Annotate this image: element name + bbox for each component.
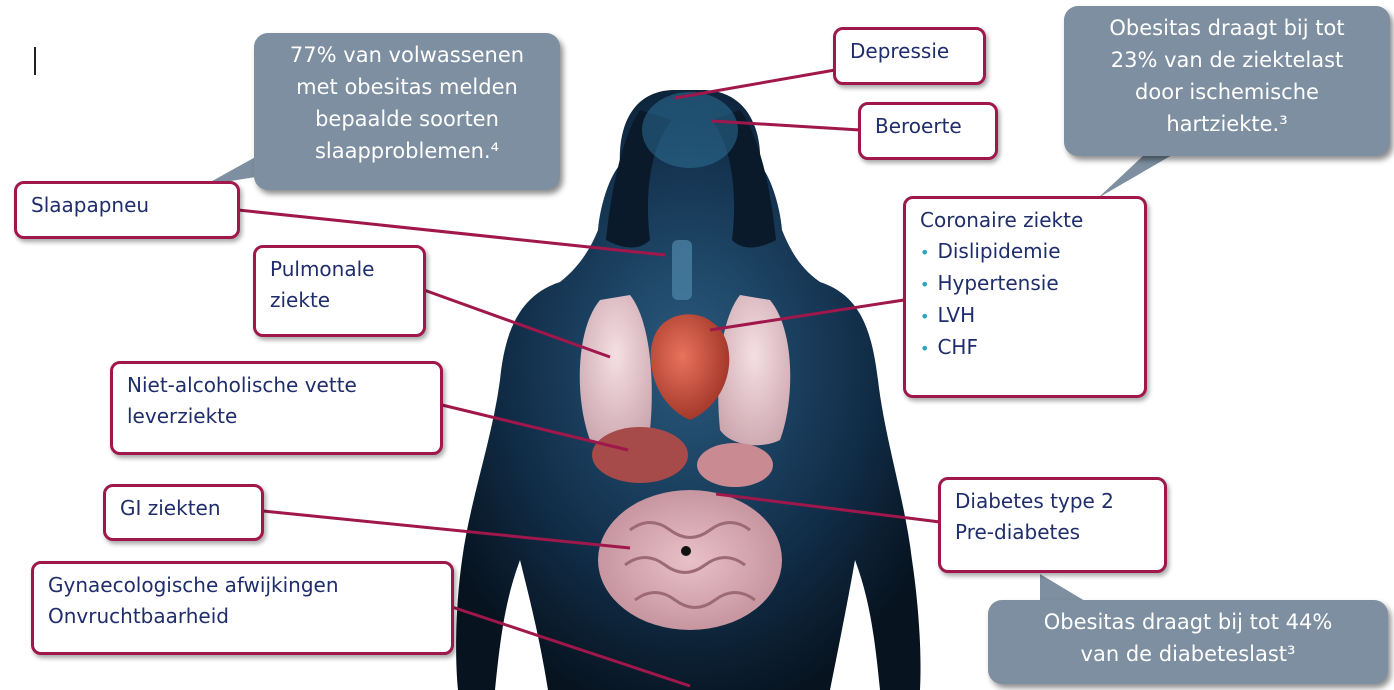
bullet-text: LVH <box>937 303 975 327</box>
label-title: Coronaire ziekte <box>920 205 1130 236</box>
label-text: Gynaecologische afwijkingen <box>48 570 437 601</box>
callout-ischemic-heart: Obesitas draagt bij tot 23% van de ziekt… <box>1064 6 1390 156</box>
label-text: Diabetes type 2 <box>955 486 1150 517</box>
bullet-item: • Hypertensie <box>920 268 1130 300</box>
bullet-item: • LVH <box>920 300 1130 332</box>
label-stroke: Beroerte <box>858 102 998 160</box>
label-text: Pulmonale <box>270 254 409 285</box>
callout-line: Obesitas draagt bij tot 44% <box>998 606 1378 638</box>
callout-line: van de diabeteslast³ <box>998 638 1378 670</box>
label-pulmonary-disease: Pulmonale ziekte <box>253 245 426 337</box>
bullet-text: CHF <box>937 335 978 359</box>
label-text: Beroerte <box>875 111 981 142</box>
bullet-text: Hypertensie <box>937 271 1058 295</box>
label-nafld: Niet-alcoholische vette leverziekte <box>110 361 443 455</box>
label-diabetes: Diabetes type 2 Pre-diabetes <box>938 477 1167 573</box>
bullet-dot-icon: • <box>920 307 929 326</box>
callout-line: hartziekte.³ <box>1074 108 1380 140</box>
label-text: Pre-diabetes <box>955 517 1150 548</box>
bullet-dot-icon: • <box>920 275 929 294</box>
callout-line: bepaalde soorten <box>264 103 550 135</box>
label-text: Onvruchtbaarheid <box>48 601 437 632</box>
label-text: Niet-alcoholische vette <box>127 370 426 401</box>
label-text: leverziekte <box>127 401 426 432</box>
callout-line: met obesitas melden <box>264 71 550 103</box>
callout-line: 77% van volwassenen <box>264 39 550 71</box>
bullet-dot-icon: • <box>920 243 929 262</box>
bullet-item: • CHF <box>920 332 1130 364</box>
label-text: Depressie <box>850 36 969 67</box>
label-sleep-apnea: Slaapapneu <box>14 181 240 239</box>
label-gi-disease: GI ziekten <box>103 484 264 541</box>
callout-diabetes-burden: Obesitas draagt bij tot 44% van de diabe… <box>988 600 1388 684</box>
label-text: ziekte <box>270 285 409 316</box>
bullet-text: Dislipidemie <box>937 239 1060 263</box>
label-gynaecological: Gynaecologische afwijkingen Onvruchtbaar… <box>31 561 454 655</box>
label-depression: Depressie <box>833 27 986 85</box>
bullet-item: • Dislipidemie <box>920 236 1130 268</box>
callout-line: Obesitas draagt bij tot <box>1074 12 1380 44</box>
label-text: Slaapapneu <box>31 190 223 221</box>
label-text: GI ziekten <box>120 493 247 524</box>
callout-line: 23% van de ziektelast <box>1074 44 1380 76</box>
callout-line: slaapproblemen.⁴ <box>264 135 550 167</box>
label-coronary-disease: Coronaire ziekte • Dislipidemie • Hyperten… <box>903 196 1147 398</box>
callout-line: door ischemische <box>1074 76 1380 108</box>
callout-sleep-problems: 77% van volwassenen met obesitas melden … <box>254 33 560 190</box>
bullet-dot-icon: • <box>920 339 929 358</box>
